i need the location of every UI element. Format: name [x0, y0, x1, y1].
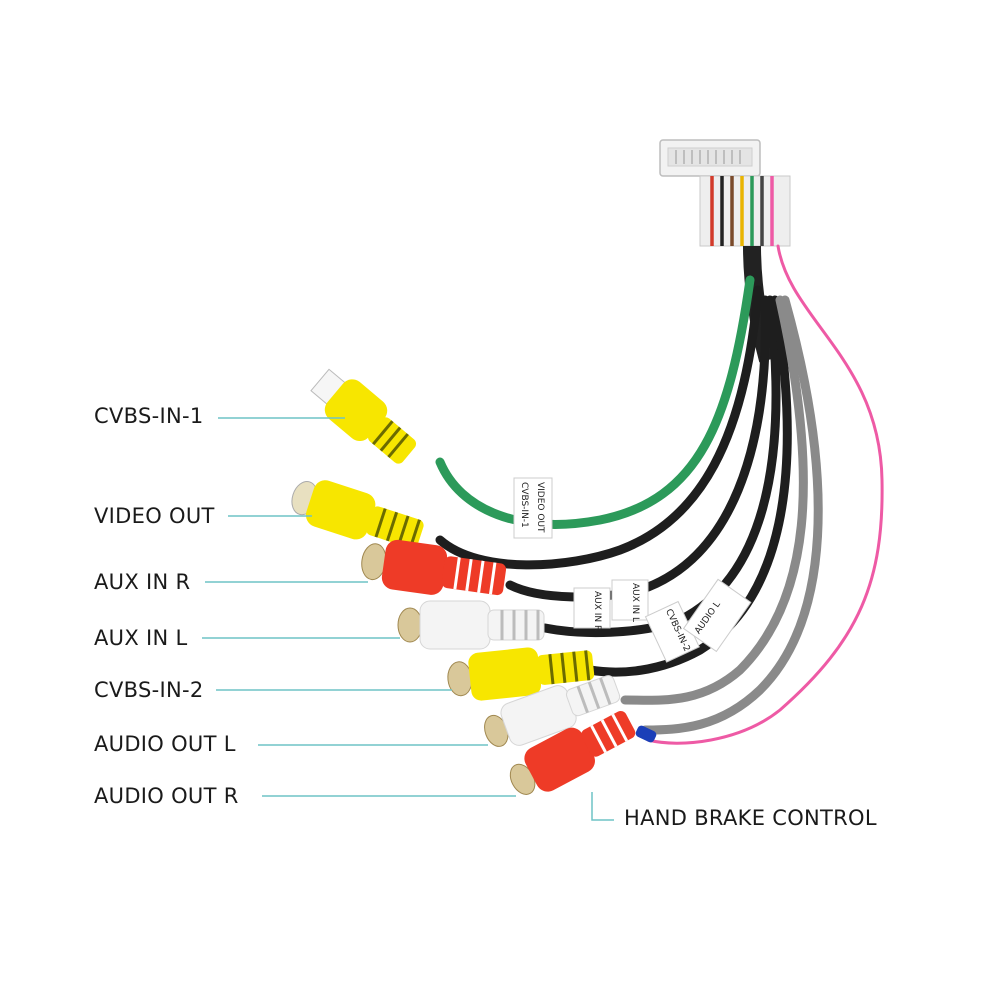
wire-aux-in-r	[505, 295, 770, 602]
rca-plug-cvbs-in-1	[310, 368, 417, 464]
label-aux-in-l: AUX IN L	[94, 626, 188, 650]
wire-audio-out-r	[640, 295, 823, 735]
rca-plug-aux-in-r	[361, 539, 507, 596]
leader-lines	[202, 417, 614, 821]
cable-tag-1: VIDEO OUT	[535, 482, 545, 533]
blue-terminal	[635, 725, 657, 743]
rca-plug-audio-out-l	[484, 675, 621, 747]
wire-cvbs-in-1	[435, 275, 755, 529]
wire-video-out	[435, 285, 763, 570]
label-hand-brake-control: HAND BRAKE CONTROL	[624, 806, 877, 830]
rca-plug-video-out	[291, 480, 424, 549]
cable-tag-3: AUX IN R	[592, 591, 602, 631]
cable-tag-2: CVBS-IN-1	[519, 482, 529, 528]
cable-tags: VIDEO OUT CVBS-IN-1 AUX IN R AUX IN L CV…	[513, 477, 752, 663]
cable-tag-4: AUX IN L	[630, 583, 640, 622]
label-video-out: VIDEO OUT	[94, 504, 215, 528]
wire-hand-brake	[646, 244, 884, 745]
rca-plug-aux-in-l	[397, 600, 545, 650]
multi-pin-connector	[659, 139, 791, 247]
label-aux-in-r: AUX IN R	[94, 570, 191, 594]
leader-hand-brake	[591, 792, 614, 821]
label-audio-out-l: AUDIO OUT L	[94, 732, 236, 756]
rca-plug-audio-out-r	[509, 710, 636, 795]
rca-plug-cvbs-in-2	[447, 647, 595, 701]
label-cvbs-in-2: CVBS-IN-2	[94, 678, 204, 702]
wire-audio-out-l	[620, 295, 808, 705]
label-cvbs-in-1: CVBS-IN-1	[94, 404, 204, 428]
label-audio-out-r: AUDIO OUT R	[94, 784, 239, 808]
